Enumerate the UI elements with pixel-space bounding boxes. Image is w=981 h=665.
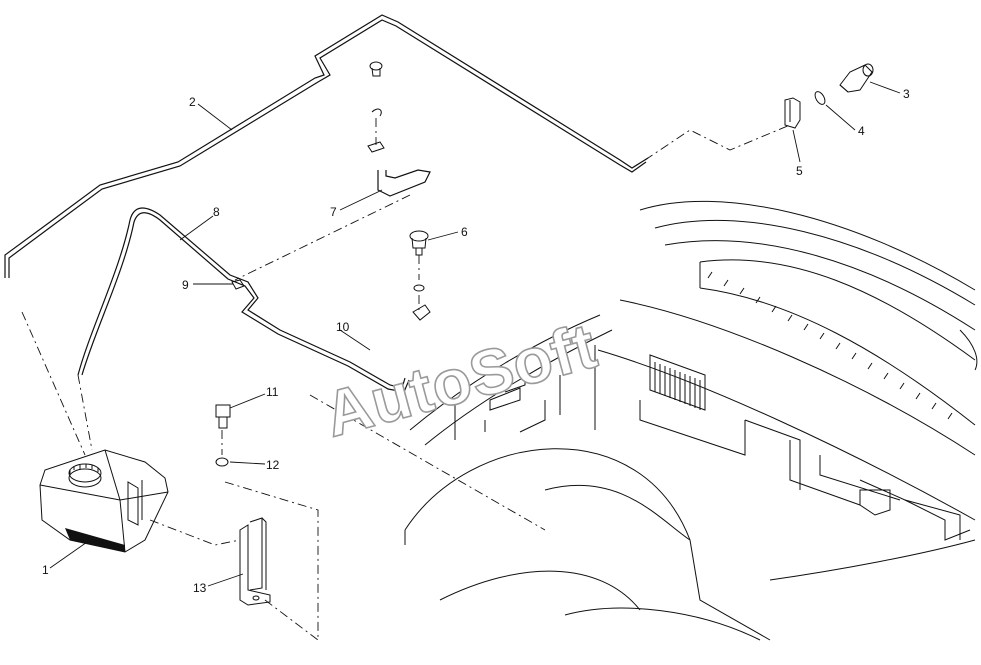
nozzle-hose-part-8-10 — [77, 207, 410, 393]
washer-reservoir-part-1 — [39, 449, 169, 553]
washer-part-12 — [215, 457, 229, 467]
callout-13: 13 — [193, 581, 207, 595]
callout-8: 8 — [213, 205, 220, 219]
watermark: AutoSoft — [316, 308, 605, 451]
callout-7: 7 — [330, 205, 337, 219]
leader-lines — [49, 81, 901, 587]
bolt-part-11 — [215, 404, 231, 429]
callout-4: 4 — [858, 124, 865, 138]
cowl-vent-slots — [707, 271, 953, 420]
washer-tube-part-2 — [4, 14, 649, 278]
hose-clip-part-7 — [367, 61, 431, 197]
grille-panel — [649, 354, 706, 411]
callout-11: 11 — [266, 385, 279, 399]
callout-5: 5 — [796, 164, 803, 178]
callout-10: 10 — [336, 320, 350, 334]
bracket-part-5 — [784, 97, 801, 129]
callout-9: 9 — [182, 278, 189, 292]
connector-part-9 — [231, 279, 245, 290]
callout-12: 12 — [266, 458, 280, 472]
washer-part-4 — [814, 91, 826, 105]
svg-text:AutoSoft: AutoSoft — [317, 309, 604, 451]
nozzle-part-3 — [839, 63, 874, 93]
callout-1: 1 — [42, 563, 49, 577]
callout-labels: 1 2 3 4 5 6 7 8 9 10 11 12 13 — [42, 87, 910, 595]
callout-6: 6 — [461, 225, 468, 239]
mounting-bracket-part-13 — [239, 517, 271, 606]
vehicle-body — [404, 200, 978, 641]
fastener-part-6 — [409, 230, 431, 321]
callout-3: 3 — [903, 87, 910, 101]
callout-2: 2 — [189, 95, 196, 109]
assembly-lines — [21, 118, 791, 641]
